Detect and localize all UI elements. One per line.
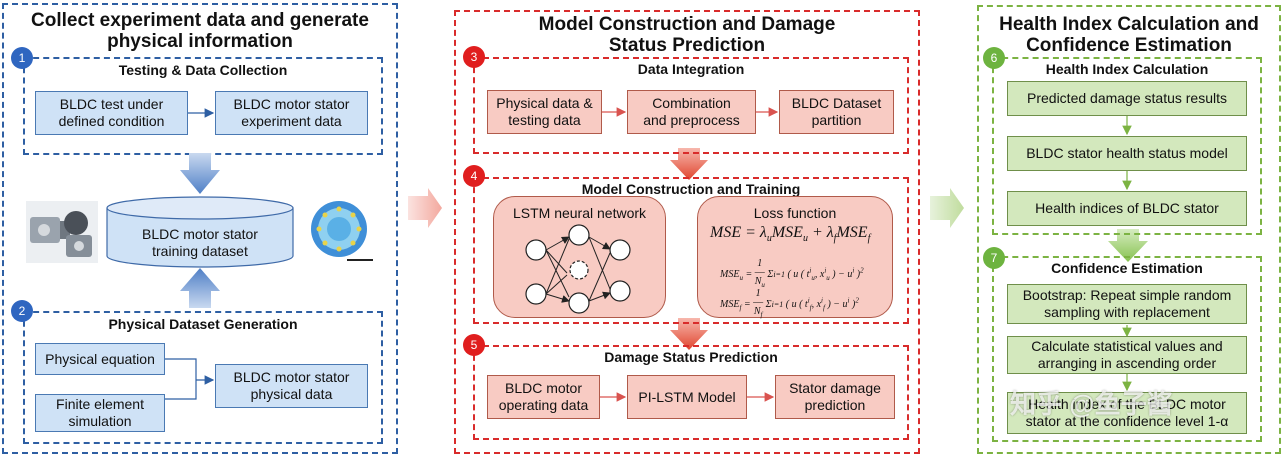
panel-health-index [977, 5, 1281, 454]
health-indices-box: Health indices of BLDC stator [1007, 191, 1247, 226]
formula-mse-u: MSEu = 1―Nu Σi=1 ( u ( tiu, xiu ) − ui )… [720, 258, 864, 290]
step-badge-5: 5 [463, 334, 485, 356]
pi-lstm-model-box: PI-LSTM Model [627, 375, 747, 419]
formula-mse-f: MSEf = 1―Nf Σi=1 ( u ( tif, xif ) − ui )… [720, 288, 859, 320]
lstm-network-panel: LSTM neural network [493, 196, 666, 318]
section-damage-status-prediction: Damage Status Prediction [473, 345, 909, 440]
health-status-model-box: BLDC stator health status model [1007, 136, 1247, 171]
panel3-title: Health Index Calculation and Confidence … [999, 14, 1259, 56]
section4-title: Model Construction and Training [581, 181, 801, 197]
panel-collect-data [2, 3, 398, 454]
step-badge-7: 7 [983, 247, 1005, 269]
section5-title: Damage Status Prediction [604, 349, 778, 365]
section-health-index-calculation: Health Index Calculation [992, 57, 1262, 235]
loss-function-panel: Loss function MSE = λuMSEu + λfMSEf MSEu… [697, 196, 893, 320]
neural-network-graphic [525, 224, 631, 314]
motor-photo [26, 201, 98, 263]
predicted-damage-status-box: Predicted damage status results [1007, 81, 1247, 116]
panel2-title: Model Construction and Damage Status Pre… [538, 14, 836, 56]
section3-title: Data Integration [637, 61, 745, 77]
step-badge-2: 2 [11, 300, 33, 322]
stator-simulation-image [303, 199, 375, 263]
section-confidence-estimation: Confidence Estimation [992, 256, 1262, 442]
panel1-title: Collect experiment data and generate phy… [31, 10, 369, 52]
step-badge-4: 4 [463, 165, 485, 187]
section7-title: Confidence Estimation [1051, 260, 1203, 276]
section1-title: Testing & Data Collection [118, 62, 288, 78]
step-badge-6: 6 [983, 47, 1005, 69]
step-badge-3: 3 [463, 46, 485, 68]
section2-title: Physical Dataset Generation [108, 316, 298, 332]
panel-model-construction [454, 10, 920, 454]
physical-equation-box: Physical equation [35, 343, 165, 375]
formula-main: MSE = λuMSEu + λfMSEf [710, 224, 871, 245]
section-data-integration: Data Integration [473, 57, 909, 154]
watermark: 知乎 @鱼子酱 [1010, 389, 1173, 419]
section-physical-dataset-generation: Physical Dataset Generation [23, 311, 383, 444]
step-badge-1: 1 [11, 47, 33, 69]
loss-function-label: Loss function [753, 205, 837, 221]
physical-testing-data-box: Physical data &testing data [487, 90, 602, 134]
section6-title: Health Index Calculation [1045, 61, 1209, 77]
lstm-label: LSTM neural network [512, 205, 647, 221]
section-model-construction-training: Model Construction and Training [473, 177, 909, 324]
